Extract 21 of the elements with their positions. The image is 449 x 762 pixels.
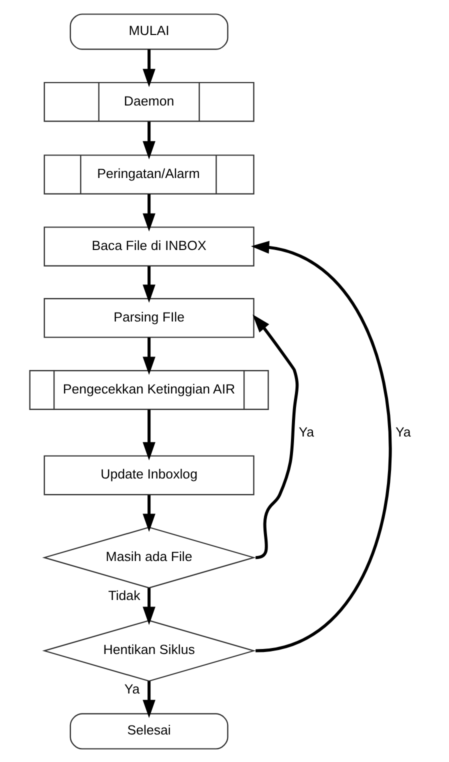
node-box: Selesai (69, 712, 228, 749)
edge-label: Ya (298, 424, 314, 439)
node-box: MULAI (69, 13, 228, 50)
edge-label: Tidak (108, 588, 140, 603)
arrow (142, 194, 155, 232)
node-diamond: Masih ada File (42, 526, 256, 588)
arrow (142, 494, 155, 532)
arrow (142, 588, 155, 624)
edge-label: Ya (124, 680, 140, 696)
node-diamond: Hentikan Siklus (42, 619, 256, 682)
arrow (142, 409, 155, 460)
arrow (142, 680, 155, 718)
edge-label: Ya (395, 424, 410, 439)
node-box: Parsing FIle (43, 298, 254, 338)
arrow (142, 121, 155, 159)
node-box: Baca File di INBOX (43, 226, 254, 266)
arrow (142, 48, 155, 87)
arrow (250, 240, 392, 652)
arrow (142, 266, 155, 302)
arrow (142, 336, 155, 374)
node-box: Update Inboxlog (43, 454, 254, 495)
